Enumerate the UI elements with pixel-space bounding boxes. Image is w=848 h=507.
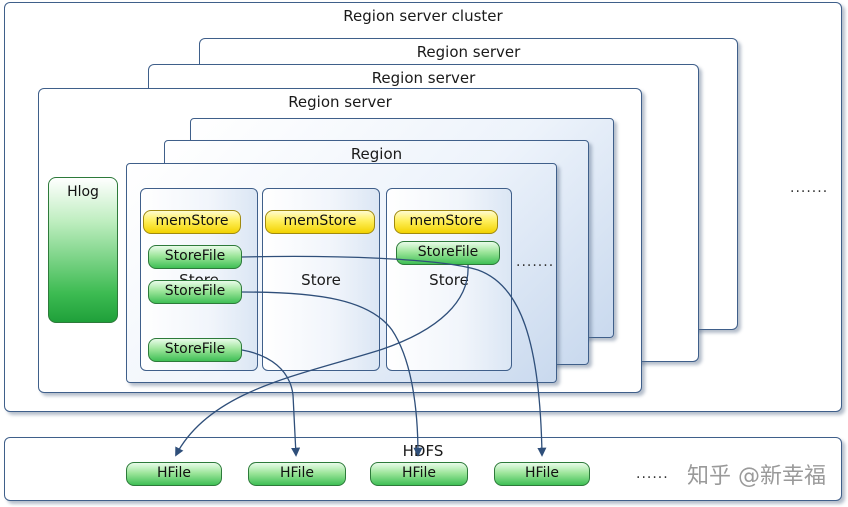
region-title: Region bbox=[350, 145, 403, 163]
storefile-1: StoreFile bbox=[148, 245, 242, 269]
more-servers-ellipsis: ....... bbox=[790, 180, 829, 196]
memstore-2: memStore bbox=[265, 210, 375, 234]
hfile-2: HFile bbox=[248, 462, 346, 486]
memstore-3: memStore bbox=[394, 210, 498, 234]
storefile-3: StoreFile bbox=[148, 338, 242, 362]
more-stores-ellipsis: ....... bbox=[516, 254, 555, 270]
hfile-1: HFile bbox=[126, 462, 222, 486]
more-hfiles-ellipsis: ...... bbox=[636, 466, 669, 482]
region-server-title: Region server bbox=[416, 43, 521, 61]
hfile-4: HFile bbox=[494, 462, 590, 486]
hlog: Hlog bbox=[48, 177, 118, 323]
region-server-title: Region server bbox=[371, 69, 476, 87]
cluster-title: Region server cluster bbox=[343, 7, 503, 25]
hfile-3: HFile bbox=[370, 462, 468, 486]
region-server-title: Region server bbox=[288, 93, 392, 111]
watermark: 知乎 @新幸福 bbox=[687, 464, 826, 489]
storefile-4: StoreFile bbox=[396, 241, 500, 265]
storefile-2: StoreFile bbox=[148, 280, 242, 304]
store-label: Store bbox=[301, 271, 341, 289]
store-label: Store bbox=[429, 271, 469, 289]
memstore-1: memStore bbox=[143, 210, 241, 234]
